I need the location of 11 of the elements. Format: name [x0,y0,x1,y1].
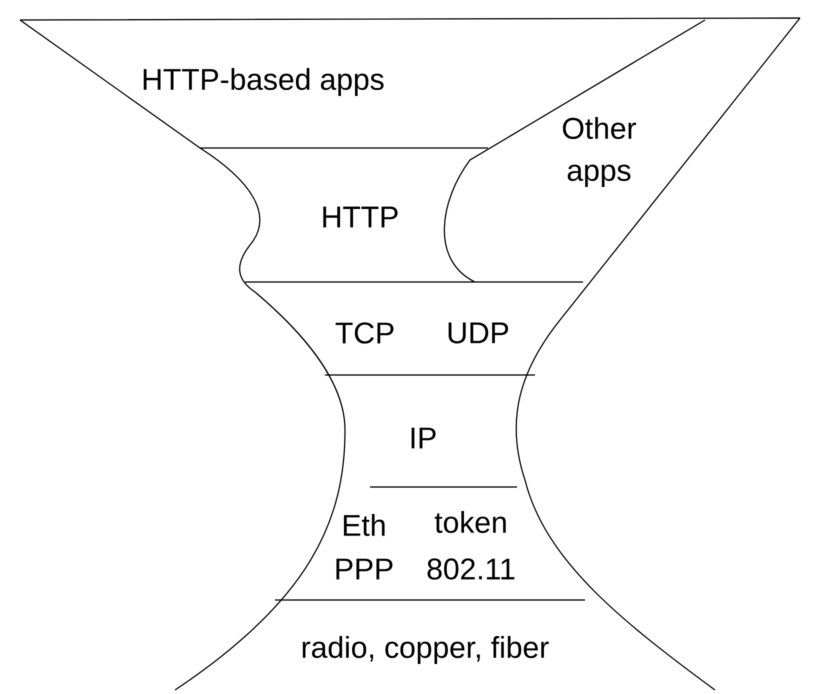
layer-label: Eth [344,514,385,536]
layer-label: IP [412,428,436,448]
layer-label: TCP [336,322,394,344]
layer-label: PPP [336,558,392,580]
layer-label: HTTP-based apps [144,68,384,96]
layer-label: HTTP [323,206,398,228]
layer-label: radio, copper, fiber [302,636,549,664]
layer-label: token [434,511,506,534]
layer-label: Other apps [562,117,636,187]
layer-label: UDP [448,322,508,344]
layer-label: 802.11 [428,558,514,580]
